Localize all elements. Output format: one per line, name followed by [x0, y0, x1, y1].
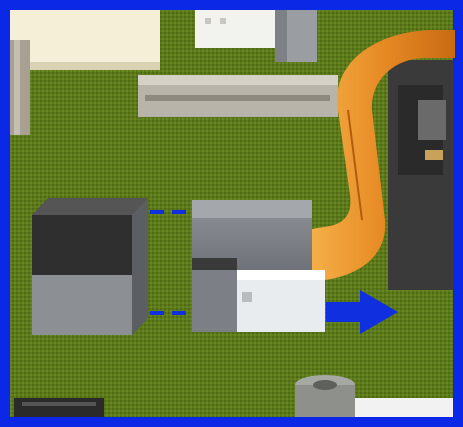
top-left-component [10, 10, 160, 68]
bottom-left-connector [14, 398, 104, 417]
large-box-top [32, 198, 148, 215]
top-chip [195, 10, 275, 48]
